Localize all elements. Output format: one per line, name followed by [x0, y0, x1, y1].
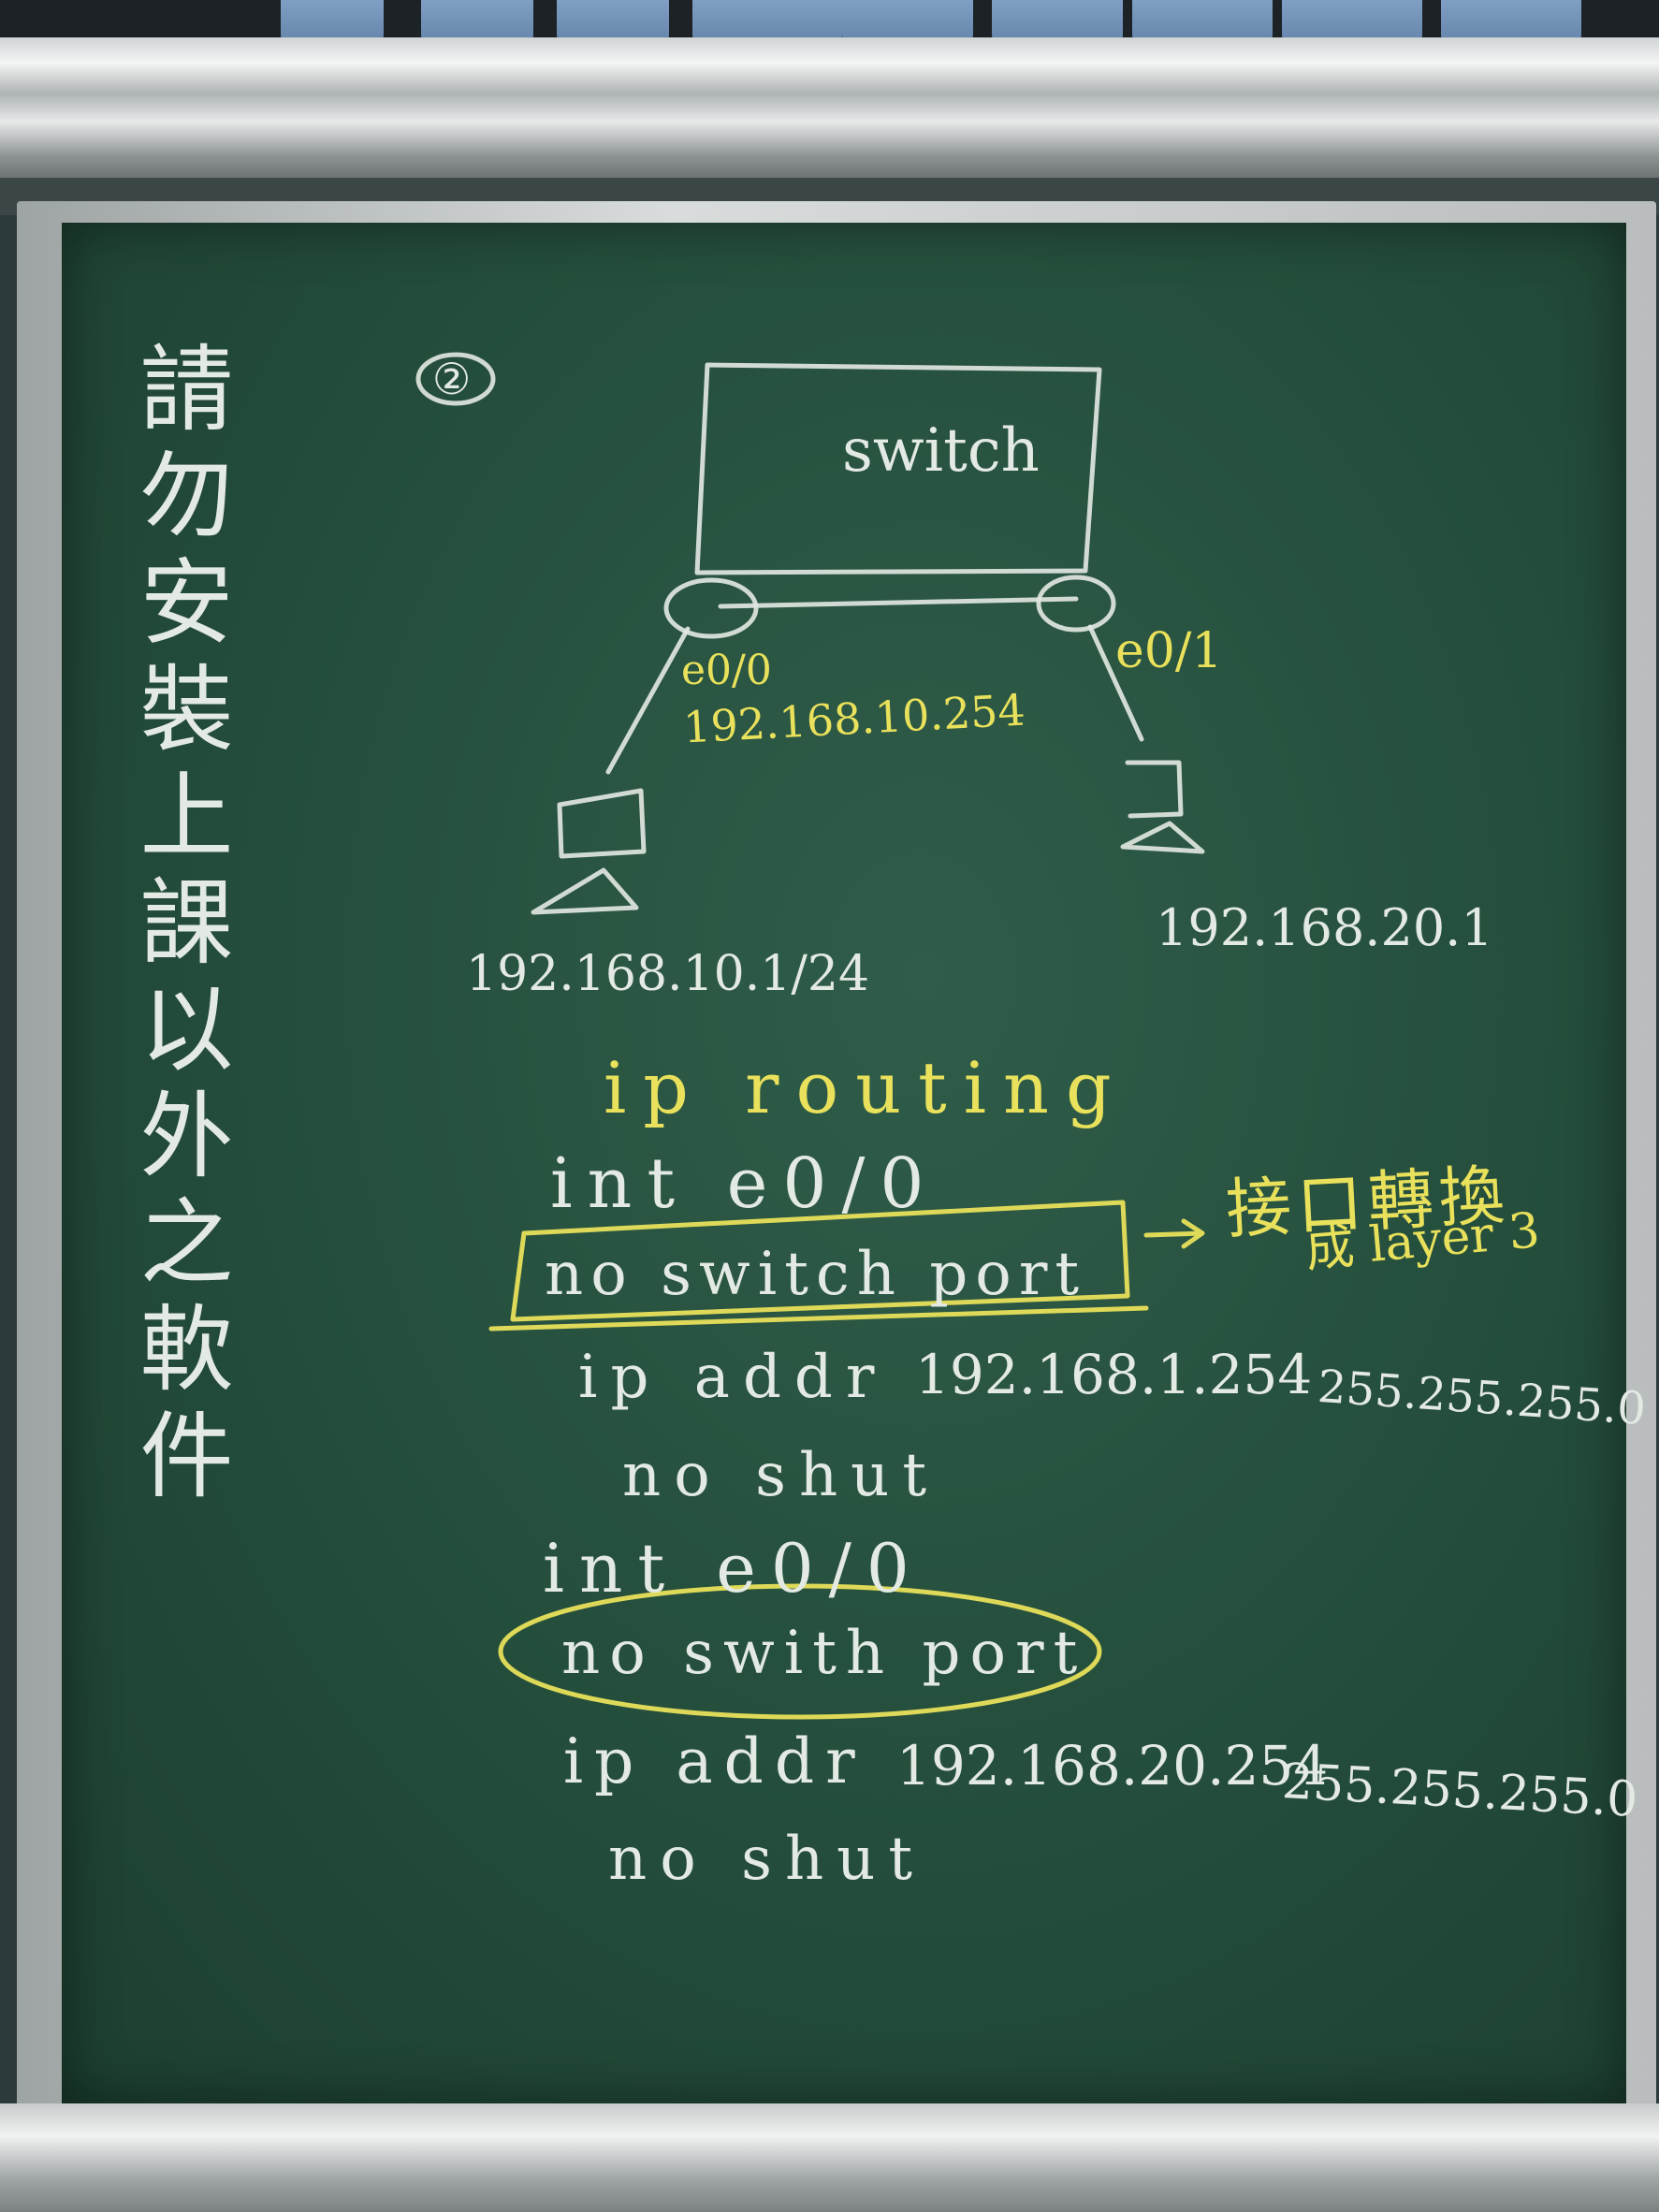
switch-label: switch [842, 416, 1040, 486]
port-left-circle [663, 577, 759, 639]
cmd-ip-addr-1-ip: 192.168.1.254 [915, 1343, 1313, 1406]
switch-box [694, 362, 1102, 575]
right-host-ip: 192.168.20.1 [1156, 898, 1493, 957]
arrow-icon [1143, 1218, 1205, 1249]
cmd-no-shut-2: no shut [608, 1825, 926, 1894]
cmd-int-1: int e0/0 [550, 1143, 939, 1224]
host-right-base-icon [1120, 821, 1205, 854]
highlight-oval-2 [498, 1583, 1102, 1720]
cable-left [605, 626, 691, 775]
cable-right [1087, 624, 1144, 742]
port-right-circle [1036, 575, 1116, 633]
cmd-ip-addr-2: ip addr [563, 1725, 866, 1797]
link-line [718, 596, 1079, 609]
host-right-icon [1125, 760, 1184, 819]
step-circle [415, 352, 496, 406]
cmd-no-shut-1: no shut [622, 1441, 940, 1510]
pc-monitor-icon [557, 788, 647, 859]
underline-1 [488, 1305, 1149, 1332]
pc-base-icon [531, 867, 639, 915]
step-marker: ② [432, 354, 472, 404]
left-host-ip: 192.168.10.1/24 [466, 946, 870, 1002]
highlight-box-1 [510, 1200, 1130, 1322]
vertical-notice: 請勿安裝上課以外之軟件 [124, 340, 233, 1513]
cmd-ip-routing: ip routing [604, 1046, 1128, 1129]
cmd-ip-addr-2-ip: 192.168.20.254 [896, 1734, 1329, 1797]
board-top-rail [0, 37, 1659, 178]
chalkboard [62, 223, 1626, 2103]
right-port-label: e0/1 [1115, 623, 1223, 679]
left-port-label: e0/0 [681, 647, 772, 694]
cmd-ip-addr-1: ip addr [578, 1343, 888, 1412]
cmd-int-2: int e0/0 [543, 1529, 924, 1608]
chalk-tray [0, 2103, 1659, 2212]
cmd-no-switchport-1: no switch port [545, 1240, 1087, 1309]
cmd-no-switchport-2: no swith port [561, 1619, 1087, 1688]
